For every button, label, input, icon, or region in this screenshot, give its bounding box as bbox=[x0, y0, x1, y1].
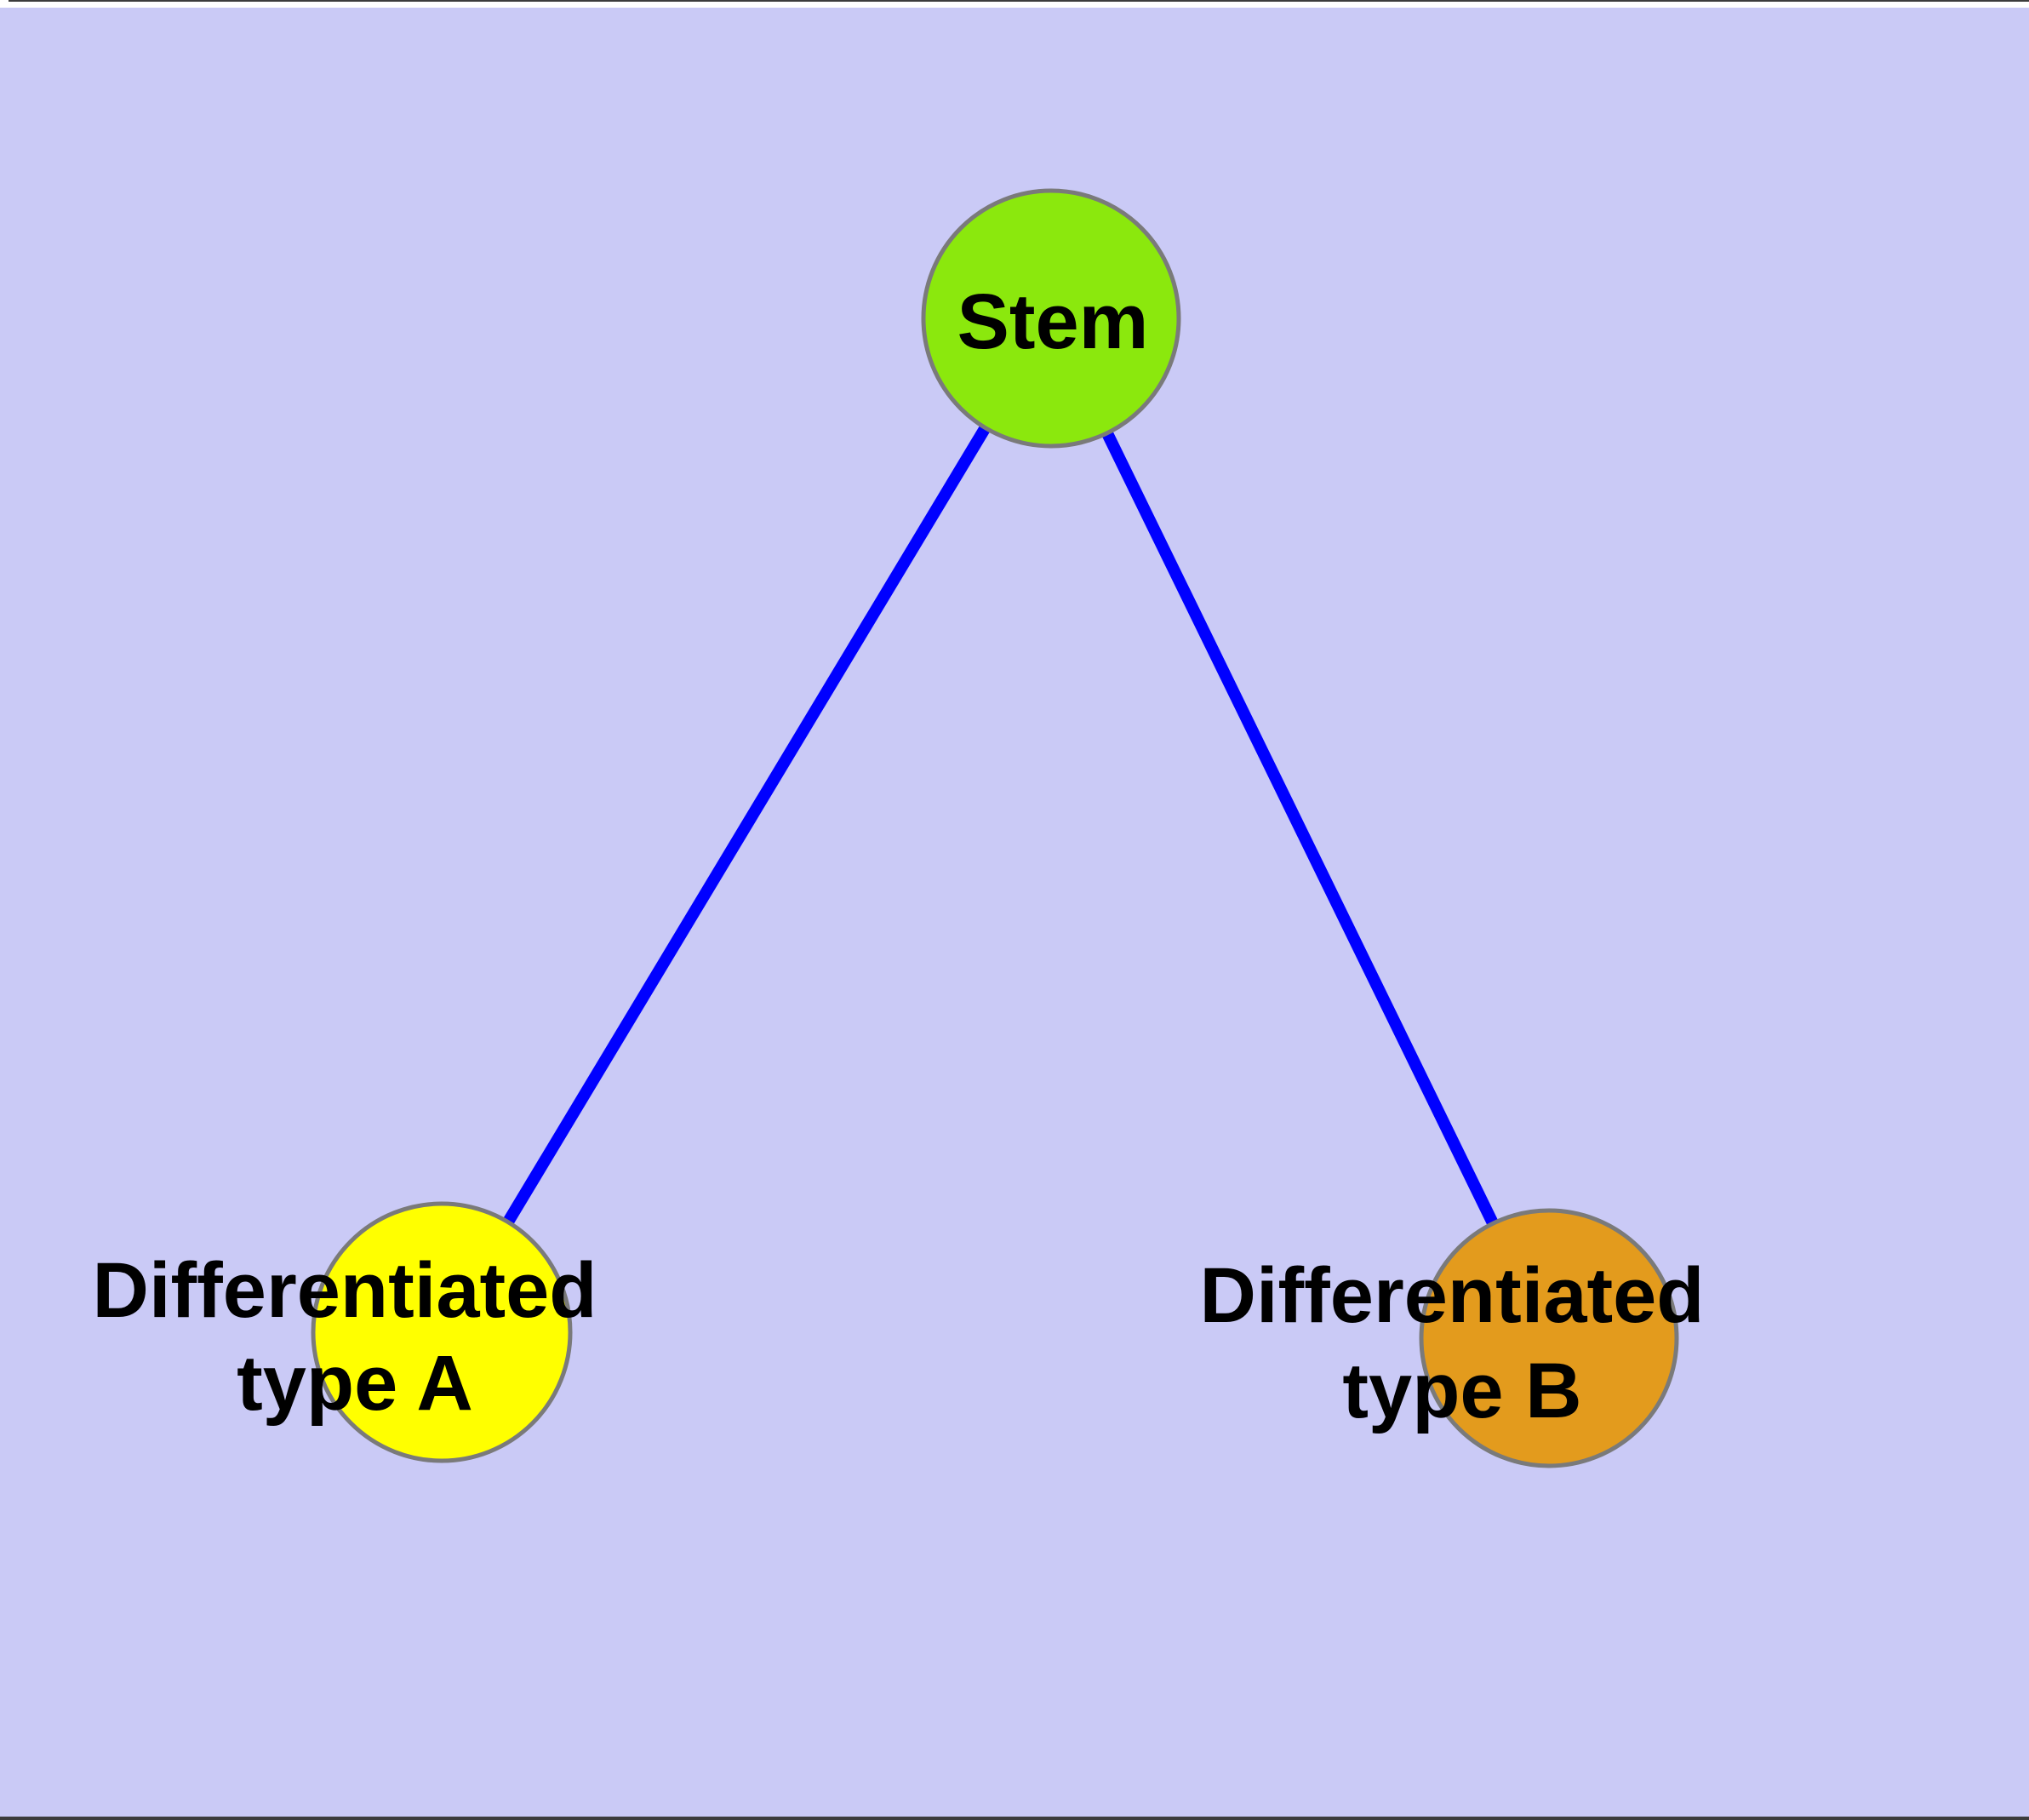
node-label-stem-line1: Stem bbox=[957, 278, 1149, 365]
node-circle-type-b bbox=[1419, 1208, 1679, 1468]
edge-stem-to-type-b bbox=[1045, 315, 1555, 1342]
bottom-border-line bbox=[0, 1817, 2029, 1820]
node-label-type-a-line1: Differentiated bbox=[93, 1247, 597, 1334]
node-circle-stem bbox=[921, 188, 1181, 449]
node-label-type-a-line2: type A bbox=[237, 1340, 473, 1427]
top-border-line bbox=[9, 0, 2029, 2]
node-label-type-b-line2: type B bbox=[1342, 1348, 1581, 1434]
node-label-type-b-line1: Differentiated bbox=[1200, 1252, 1705, 1339]
node-circle-type-a bbox=[311, 1201, 573, 1463]
edge-stem-to-type-a bbox=[437, 315, 1056, 1336]
top-strip bbox=[0, 0, 2029, 8]
